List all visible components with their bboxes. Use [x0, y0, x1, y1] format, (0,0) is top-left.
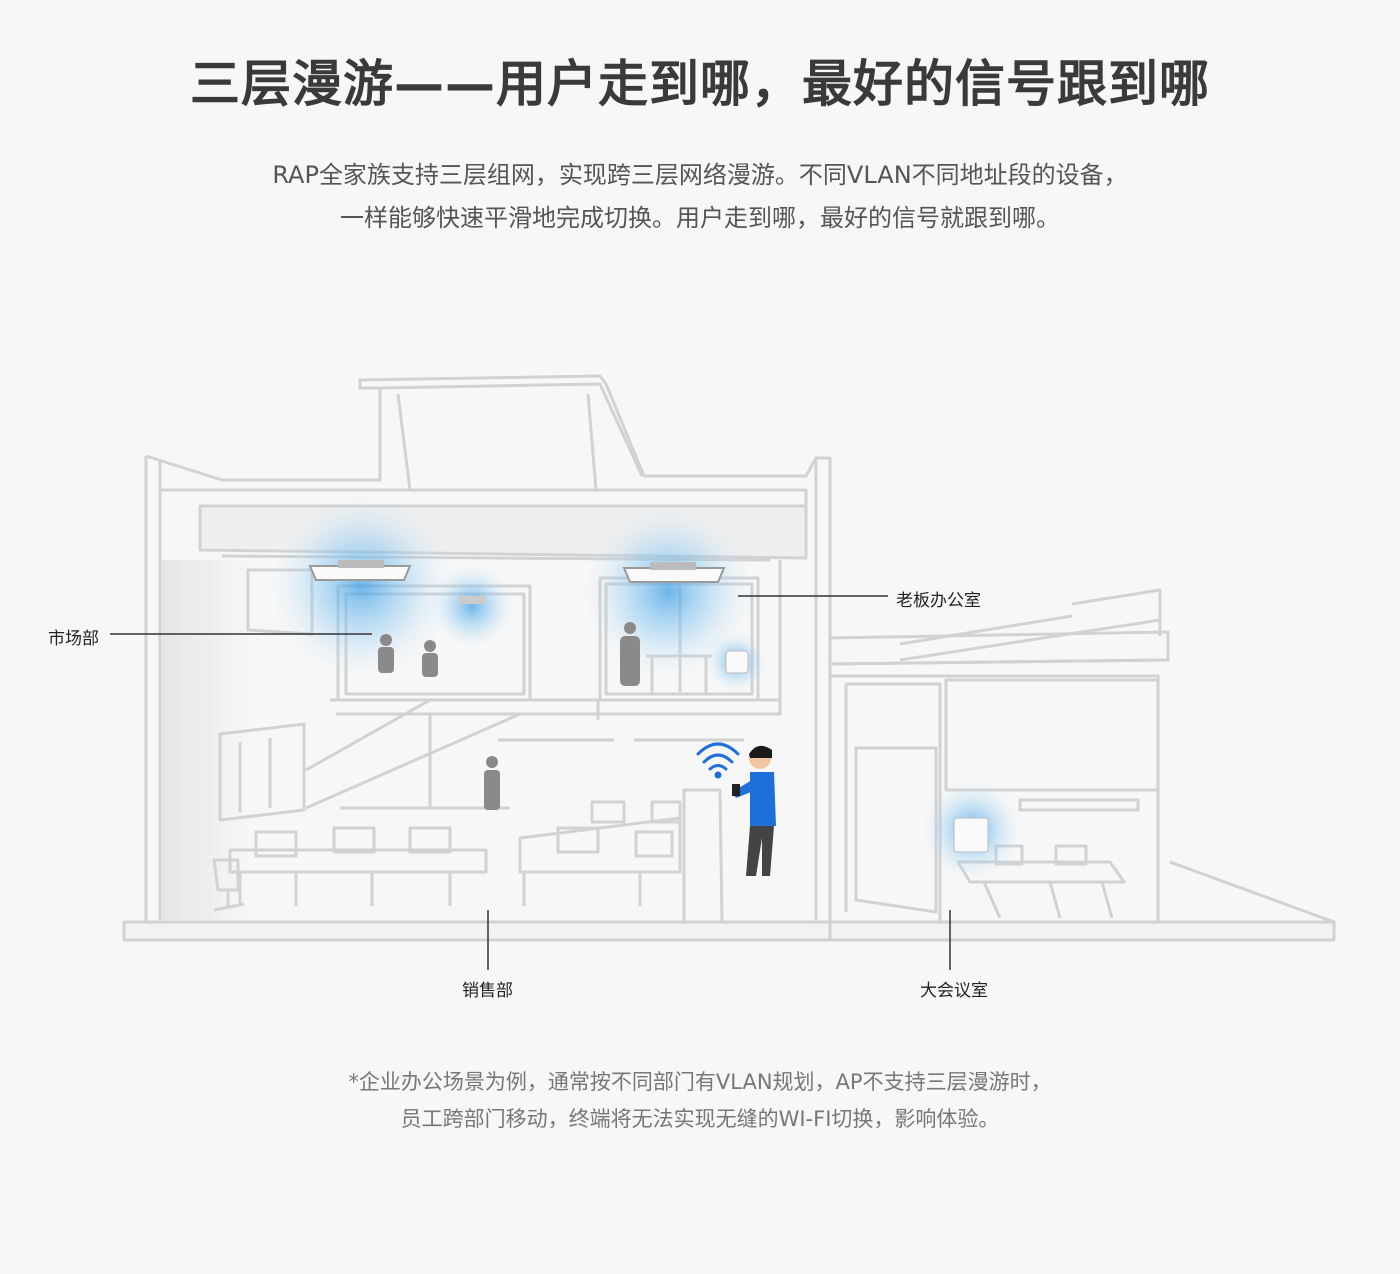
- staircase: [305, 698, 600, 810]
- floor-slab: [330, 698, 782, 716]
- subtitle-line-2: 一样能够快速平滑地完成切换。用户走到哪，最好的信号就跟到哪。: [340, 204, 1060, 232]
- label-marketing: 市场部: [48, 629, 99, 649]
- meeting-room-outline: [830, 674, 1160, 922]
- ap-glow-boss-office: [582, 506, 754, 678]
- wifi-signal-icon: [696, 742, 740, 779]
- roof: [145, 374, 818, 482]
- footnote-line-2: 员工跨部门移动，终端将无法实现无缝的WI-FI切换，影响体验。: [400, 1107, 1000, 1131]
- ground-slab: [122, 920, 1336, 942]
- chair: [212, 858, 245, 912]
- sales-desks: [228, 800, 682, 906]
- main-building-outline: [144, 456, 832, 940]
- ap-glow-marketing-2: [430, 564, 514, 648]
- building-illustration: [110, 374, 1336, 970]
- roaming-user: [732, 745, 776, 876]
- ceiling-ap-small: [458, 596, 486, 604]
- page-title: 三层漫游——用户走到哪，最好的信号跟到哪: [190, 55, 1210, 113]
- label-meeting-room: 大会议室: [920, 981, 988, 1001]
- ceiling-ap-marketing: [308, 560, 412, 581]
- subtitle-line-1: RAP全家族支持三层组网，实现跨三层网络漫游。不同VLAN不同地址段的设备，: [272, 161, 1128, 189]
- ceiling-ap-boss: [622, 562, 726, 583]
- ap-glow-marketing: [270, 494, 454, 678]
- wall-ap-meeting: [953, 817, 989, 853]
- label-boss-office: 老板办公室: [896, 591, 981, 611]
- wall-ap-boss: [725, 650, 749, 674]
- footnote-line-1: *企业办公场景为例，通常按不同部门有VLAN规划，AP不支持三层漫游时，: [348, 1070, 1052, 1094]
- label-sales: 销售部: [462, 981, 513, 1001]
- people-silhouettes: [378, 622, 640, 810]
